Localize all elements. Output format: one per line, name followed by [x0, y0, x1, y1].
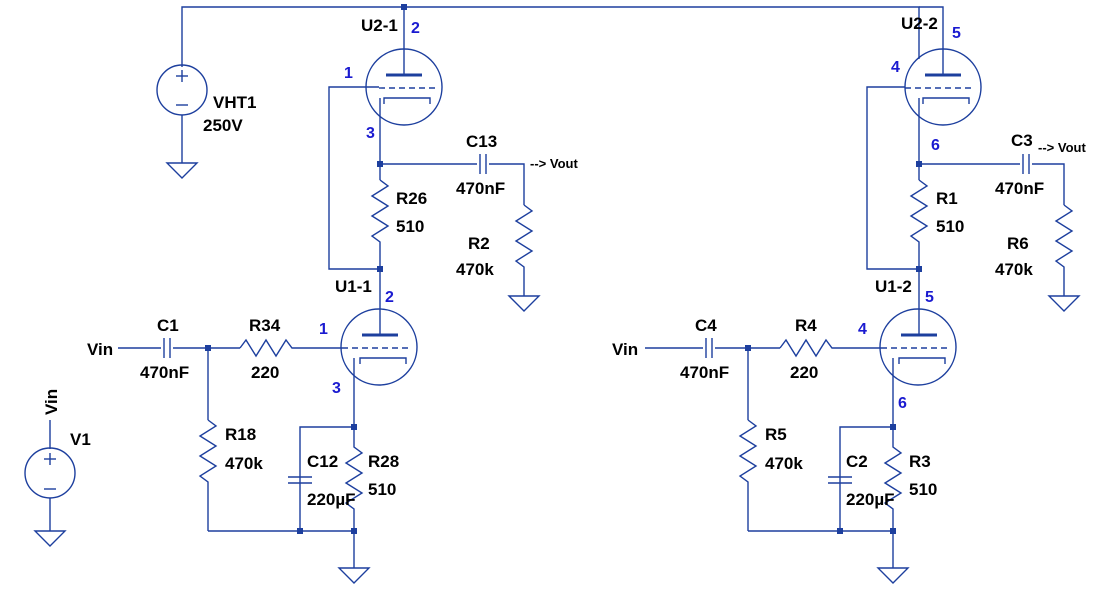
rail-drop-stage-b — [919, 6, 944, 50]
c4-name: C4 — [695, 316, 717, 335]
r6-value: 470k — [995, 260, 1033, 279]
feedback-wire-a — [328, 86, 380, 270]
v1-net-label: Vin — [42, 389, 61, 415]
r3 — [883, 427, 903, 568]
junction-b-g1 — [837, 528, 843, 534]
c13-capacitor — [479, 154, 487, 174]
ground-a — [337, 567, 371, 584]
wire-b-bypass — [839, 426, 893, 531]
r6 — [1054, 204, 1074, 296]
r28-name: R28 — [368, 452, 399, 471]
u2-1-pin-grid: 1 — [344, 65, 353, 82]
vout-a-label: --> Vout — [530, 156, 578, 171]
u1-1-pin-grid: 1 — [319, 321, 328, 338]
r6-name: R6 — [1007, 234, 1029, 253]
r18-value: 470k — [225, 454, 263, 473]
wire-a-bypass — [299, 426, 354, 531]
r28-value: 510 — [368, 480, 396, 499]
c12-value: 220µF — [307, 490, 356, 509]
u2-1-name: U2-1 — [361, 16, 398, 35]
vin-b-label: Vin — [612, 340, 638, 359]
c2-capacitor — [828, 476, 852, 484]
r2-name: R2 — [468, 234, 490, 253]
r4 — [779, 338, 881, 358]
r1 — [909, 179, 929, 300]
feedback-wire-b — [866, 86, 919, 270]
u2-2-pin-grid: 4 — [891, 59, 900, 76]
u1-2-pin-cathode: 6 — [898, 395, 907, 412]
r34 — [239, 338, 342, 358]
rail-junction — [401, 4, 407, 10]
u1-1-pin-plate: 2 — [385, 289, 394, 306]
r26-value: 510 — [396, 217, 424, 236]
c3-name: C3 — [1011, 131, 1033, 150]
vht1-source — [156, 64, 208, 179]
r18-name: R18 — [225, 425, 256, 444]
r1-value: 510 — [936, 217, 964, 236]
b-plus-rail — [181, 6, 920, 67]
v1-name: V1 — [70, 430, 91, 449]
c2-name: C2 — [846, 452, 868, 471]
r4-value: 220 — [790, 363, 818, 382]
c1-name: C1 — [157, 316, 179, 335]
r34-value: 220 — [251, 363, 279, 382]
c3-capacitor — [1022, 154, 1030, 174]
u1-2-pin-grid: 4 — [858, 321, 867, 338]
c12-capacitor — [288, 476, 312, 484]
r4-name: R4 — [795, 316, 817, 335]
u2-2-pin-cathode: 6 — [931, 137, 940, 154]
vin-a-label: Vin — [87, 340, 113, 359]
r2 — [514, 204, 534, 296]
u2-1-pin-cathode: 3 — [366, 125, 375, 142]
c13-value: 470nF — [456, 179, 505, 198]
u1-1-pin-cathode: 3 — [332, 380, 341, 397]
r1-name: R1 — [936, 189, 958, 208]
c13-name: C13 — [466, 132, 497, 151]
u1-2-name: U1-2 — [875, 277, 912, 296]
vout-b-label: --> Vout — [1038, 140, 1086, 155]
wire-a-load — [489, 163, 525, 205]
junction-a-mid — [377, 266, 383, 272]
vht1-value: 250V — [203, 116, 243, 135]
wire-b-load — [1032, 163, 1065, 205]
u2-2-name: U2-2 — [901, 14, 938, 33]
tube-u1-2 — [879, 300, 957, 386]
r2-value: 470k — [456, 260, 494, 279]
vht1-name: VHT1 — [213, 93, 256, 112]
c12-name: C12 — [307, 452, 338, 471]
r26 — [370, 179, 390, 300]
v1-source — [24, 420, 76, 547]
r18 — [198, 419, 218, 531]
c4-capacitor — [705, 338, 713, 358]
c1-value: 470nF — [140, 363, 189, 382]
r28 — [344, 427, 364, 568]
junction-a-g1 — [297, 528, 303, 534]
u1-2-pin-plate: 5 — [925, 289, 934, 306]
r3-name: R3 — [909, 452, 931, 471]
c3-value: 470nF — [995, 179, 1044, 198]
c2-value: 220µF — [846, 490, 895, 509]
c4-value: 470nF — [680, 363, 729, 382]
tube-u2-2 — [904, 48, 982, 126]
r5-value: 470k — [765, 454, 803, 473]
tube-u1-1 — [340, 300, 418, 386]
u1-1-name: U1-1 — [335, 277, 372, 296]
ground-b — [876, 567, 910, 584]
ground-r6 — [1047, 295, 1081, 312]
ground-r2 — [507, 295, 541, 312]
u2-1-pin-plate: 2 — [411, 20, 420, 37]
u2-2-pin-plate: 5 — [952, 25, 961, 42]
c1-capacitor — [163, 338, 171, 358]
r3-value: 510 — [909, 480, 937, 499]
junction-a-g2 — [351, 528, 357, 534]
r26-name: R26 — [396, 189, 427, 208]
junction-b-mid — [916, 266, 922, 272]
r34-name: R34 — [249, 316, 281, 335]
r5 — [738, 419, 758, 531]
r5-name: R5 — [765, 425, 787, 444]
junction-b-g2 — [890, 528, 896, 534]
